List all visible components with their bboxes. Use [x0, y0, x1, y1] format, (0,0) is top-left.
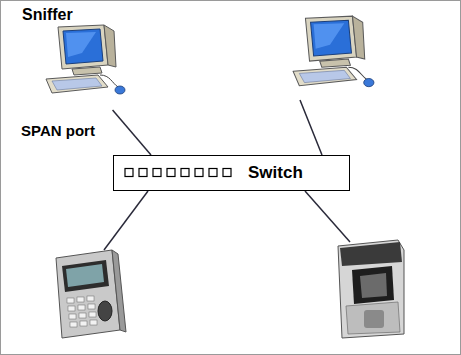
sniffer-computer: Sniffer	[14, 4, 126, 110]
computer-icon	[38, 22, 128, 104]
network-cable	[300, 100, 322, 155]
network-cable	[104, 191, 148, 250]
switch-label: Switch	[248, 163, 303, 183]
switch-box: Switch	[113, 155, 350, 191]
network-cable	[305, 191, 350, 242]
network-cable	[113, 110, 151, 155]
device-label: Sniffer	[22, 6, 73, 24]
port-row	[124, 167, 236, 179]
port-label: SPAN port	[20, 122, 96, 139]
